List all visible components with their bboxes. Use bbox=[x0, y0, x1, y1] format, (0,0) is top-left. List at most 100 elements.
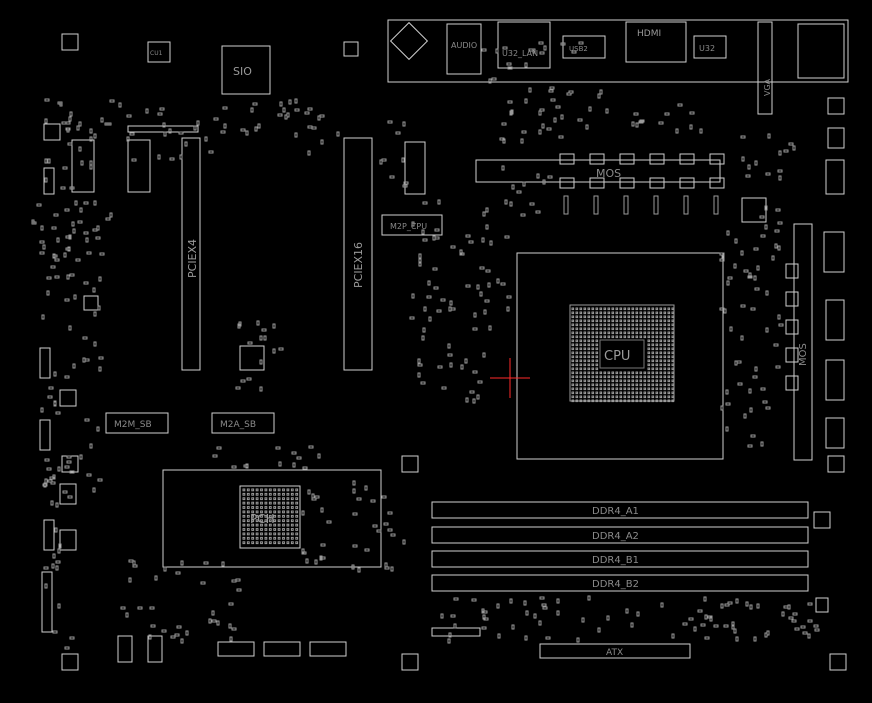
cpu-pad bbox=[623, 371, 627, 375]
cpu-pad bbox=[571, 375, 575, 379]
sio-chip[interactable] bbox=[221, 45, 271, 95]
passive bbox=[66, 460, 72, 464]
passive bbox=[753, 275, 757, 281]
pch-ball bbox=[277, 501, 281, 505]
audio-connector[interactable] bbox=[446, 23, 482, 75]
cpu-pad bbox=[575, 391, 579, 395]
cpu-pad bbox=[671, 379, 675, 383]
cpu-pad bbox=[615, 311, 619, 315]
passive bbox=[49, 476, 55, 480]
header-3[interactable] bbox=[309, 641, 347, 657]
pch-ball bbox=[246, 532, 250, 536]
dimm-b1-label: DDR4_B1 bbox=[592, 555, 639, 566]
passive bbox=[447, 353, 453, 357]
passive bbox=[44, 158, 48, 164]
dimm-b2[interactable] bbox=[431, 574, 809, 592]
passive bbox=[44, 177, 48, 183]
passive bbox=[411, 293, 415, 299]
passive bbox=[501, 165, 505, 171]
passive bbox=[145, 108, 149, 114]
dimm-b1[interactable] bbox=[431, 550, 809, 568]
cpu-pad bbox=[599, 319, 603, 323]
pciex16-slot[interactable] bbox=[343, 137, 373, 371]
passive bbox=[524, 98, 528, 104]
cpu-pad bbox=[639, 323, 643, 327]
passive bbox=[501, 122, 507, 126]
cpu-pad bbox=[667, 307, 671, 311]
m2p-cpu-slot[interactable] bbox=[381, 214, 443, 236]
cpu-pad bbox=[579, 311, 583, 315]
cpu-pad bbox=[619, 315, 623, 319]
passive bbox=[96, 225, 100, 231]
pch-chip[interactable] bbox=[239, 485, 301, 549]
cpu-pad bbox=[615, 371, 619, 375]
cpu-pad bbox=[651, 323, 655, 327]
passive bbox=[524, 62, 528, 68]
passive bbox=[421, 335, 425, 341]
header-1[interactable] bbox=[217, 641, 255, 657]
cpu-pad bbox=[587, 315, 591, 319]
m2a-sb-slot[interactable] bbox=[211, 412, 275, 434]
passive bbox=[502, 138, 506, 144]
cpu-socket-outline[interactable] bbox=[516, 252, 724, 460]
passive bbox=[675, 128, 679, 134]
passive bbox=[743, 413, 747, 419]
cpu-pad bbox=[611, 335, 615, 339]
passive bbox=[82, 357, 86, 363]
passive bbox=[754, 160, 758, 166]
cpu-pad bbox=[671, 383, 675, 387]
lan-usb-connector[interactable] bbox=[497, 21, 551, 69]
cpu-pad bbox=[599, 371, 603, 375]
u32-connector[interactable] bbox=[693, 35, 727, 59]
cpu-pad bbox=[667, 323, 671, 327]
cpu-pad bbox=[575, 375, 579, 379]
passive bbox=[40, 225, 44, 231]
passive bbox=[162, 122, 166, 128]
pciex4-slot[interactable] bbox=[181, 137, 201, 371]
cpu-pad bbox=[631, 307, 635, 311]
passive bbox=[418, 258, 422, 264]
cursor-crosshair bbox=[490, 358, 530, 398]
passive bbox=[84, 358, 90, 362]
vga-connector[interactable] bbox=[757, 21, 773, 115]
passive bbox=[729, 326, 733, 332]
passive bbox=[296, 456, 302, 460]
cpu-pad bbox=[575, 363, 579, 367]
passive bbox=[747, 444, 753, 448]
cpu-pad bbox=[667, 367, 671, 371]
cpu-pad bbox=[643, 323, 647, 327]
header-2[interactable] bbox=[263, 641, 301, 657]
hdmi-connector[interactable] bbox=[625, 21, 687, 63]
cpu-pad bbox=[627, 375, 631, 379]
usb2-connector[interactable] bbox=[562, 35, 606, 59]
rear-usb-connector[interactable] bbox=[797, 23, 845, 79]
dimm-a1[interactable] bbox=[431, 501, 809, 519]
passive bbox=[278, 461, 282, 467]
passive bbox=[128, 577, 132, 583]
passive bbox=[204, 136, 208, 142]
pch-ball bbox=[246, 497, 250, 501]
cpu-pad bbox=[571, 343, 575, 347]
pch-ball bbox=[264, 536, 268, 540]
cpu-pad bbox=[603, 315, 607, 319]
dimm-a1-label: DDR4_A1 bbox=[592, 506, 639, 517]
passive bbox=[317, 115, 321, 121]
dimm-a2[interactable] bbox=[431, 526, 809, 544]
passive bbox=[60, 186, 66, 190]
atx-connector[interactable] bbox=[539, 643, 691, 659]
cpu-pad bbox=[651, 375, 655, 379]
passive bbox=[460, 364, 464, 370]
cpu-pad bbox=[619, 327, 623, 331]
passive bbox=[319, 555, 323, 561]
passive bbox=[222, 106, 228, 110]
passive bbox=[560, 42, 566, 46]
passive bbox=[286, 112, 290, 118]
m2m-sb-slot[interactable] bbox=[105, 412, 169, 434]
pch-ball bbox=[260, 506, 263, 509]
dimm-b2-label: DDR4_B2 bbox=[592, 579, 639, 590]
cu1-chip[interactable] bbox=[147, 41, 171, 63]
passive bbox=[775, 365, 781, 369]
passive bbox=[387, 528, 393, 532]
pch-ball bbox=[290, 523, 294, 527]
passive bbox=[64, 646, 70, 650]
